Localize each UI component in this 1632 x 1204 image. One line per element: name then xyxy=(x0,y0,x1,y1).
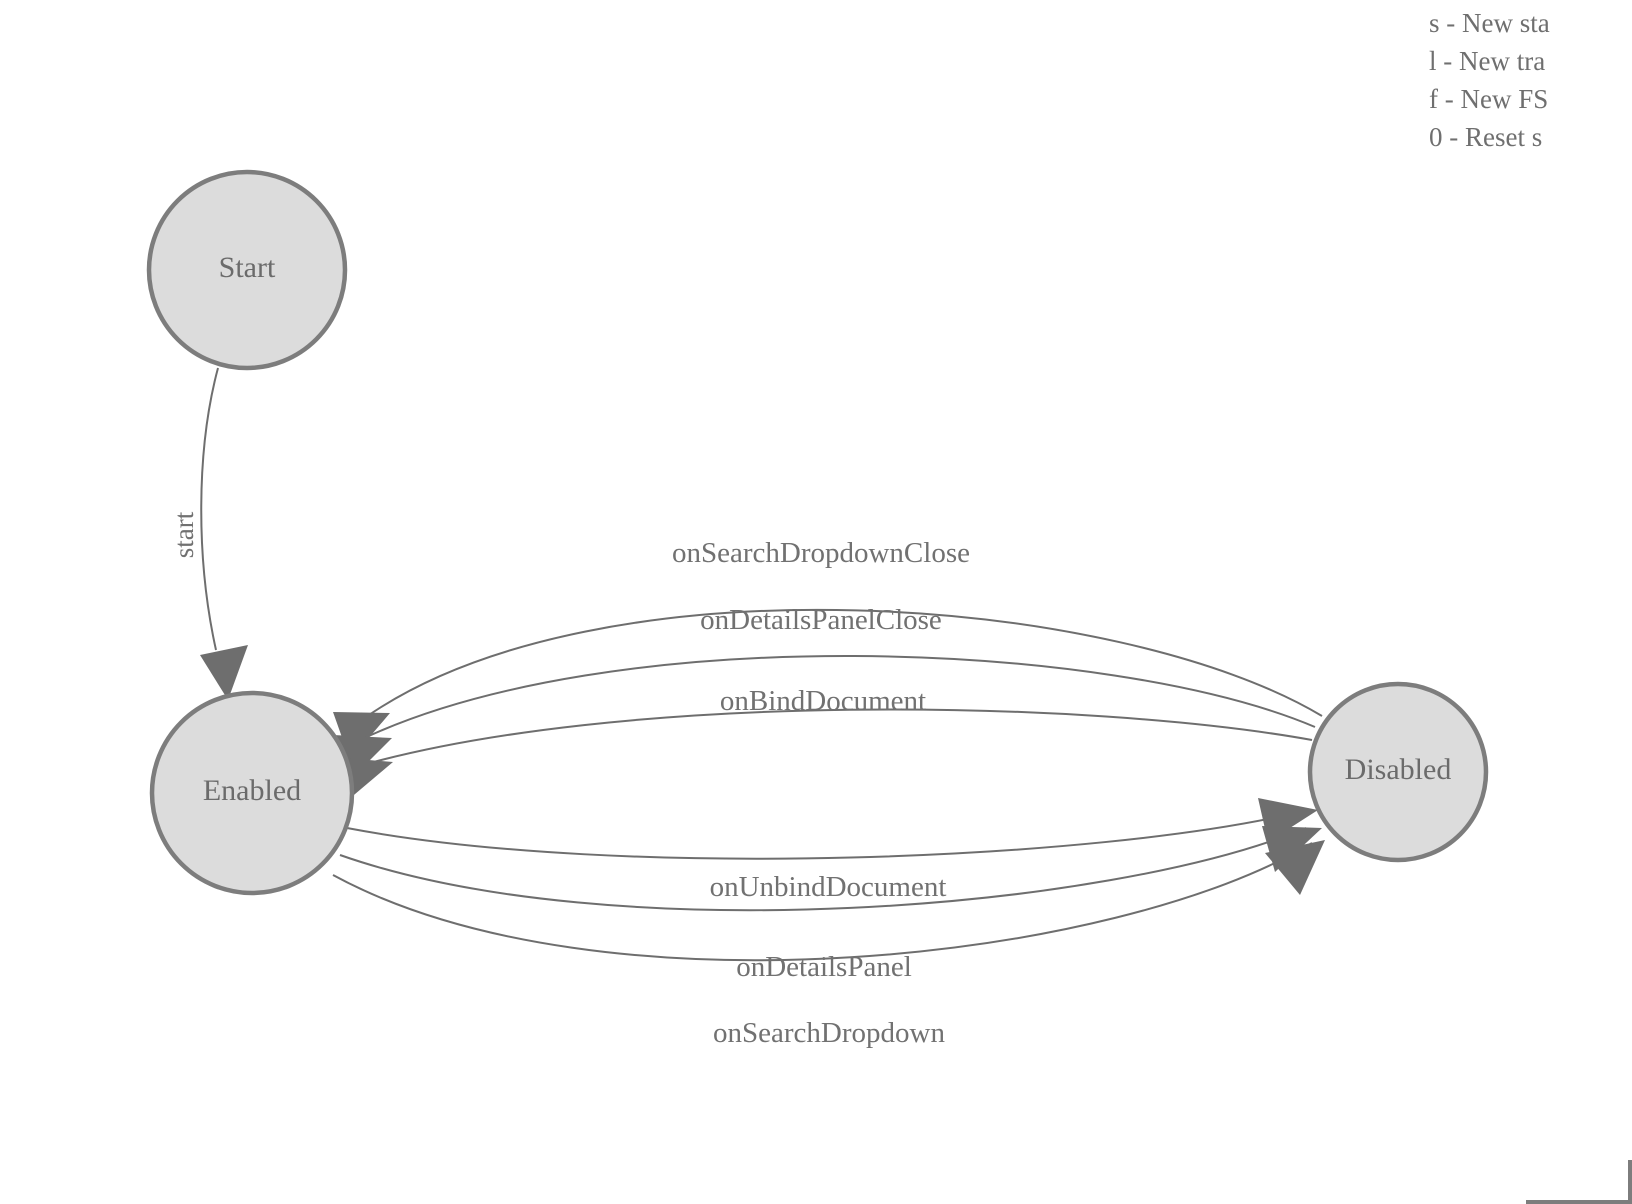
edge-label-start: start xyxy=(169,511,199,558)
edge-label-ondetailspanel: onDetailsPanel xyxy=(736,951,912,983)
node-disabled-label: Disabled xyxy=(1345,753,1452,786)
arrowhead-start-to-enabled xyxy=(200,645,248,700)
node-enabled-label: Enabled xyxy=(203,774,301,807)
edge-label-ondetailspanelclose: onDetailsPanelClose xyxy=(700,604,942,636)
edge-path-disabled-to-enabled-3[interactable] xyxy=(351,708,1313,769)
resize-corner-marker[interactable] xyxy=(1526,1160,1632,1204)
edge-label-onunbinddocument: onUnbindDocument xyxy=(710,871,947,903)
node-disabled-circle[interactable] xyxy=(1307,681,1489,863)
corner-horizontal-bar xyxy=(1526,1200,1632,1204)
node-disabled[interactable]: Disabled xyxy=(1307,681,1489,863)
edge-disabled-to-enabled-3[interactable] xyxy=(333,708,1313,800)
edge-enabled-to-disabled-3[interactable] xyxy=(332,840,1325,962)
edge-enabled-to-disabled-1[interactable] xyxy=(346,798,1318,860)
edge-path-disabled-to-enabled-2[interactable] xyxy=(357,655,1316,742)
help-line-new-fsm: f - New FS xyxy=(1429,84,1549,114)
corner-vertical-bar xyxy=(1628,1160,1632,1204)
edge-path-enabled-to-disabled-3[interactable] xyxy=(332,842,1313,962)
edge-path-enabled-to-disabled-2[interactable] xyxy=(339,827,1307,912)
edge-label-onsearchdropdownclose: onSearchDropdownClose xyxy=(672,537,970,569)
edge-label-onsearchdropdown: onSearchDropdown xyxy=(713,1017,945,1049)
node-enabled[interactable]: Enabled xyxy=(149,690,355,896)
help-line-new-state: s - New sta xyxy=(1429,8,1550,38)
node-start-label: Start xyxy=(219,251,276,284)
edge-path-disabled-to-enabled-1[interactable] xyxy=(365,608,1323,718)
edge-label-onbinddocument: onBindDocument xyxy=(720,685,926,717)
edge-disabled-to-enabled-2[interactable] xyxy=(333,655,1316,782)
help-line-new-transition: l - New tra xyxy=(1429,46,1546,76)
node-start[interactable]: Start xyxy=(146,169,348,371)
node-start-circle[interactable] xyxy=(146,169,348,371)
help-line-reset: 0 - Reset s xyxy=(1429,122,1543,152)
node-enabled-circle[interactable] xyxy=(149,690,355,896)
arrowhead-enabled-to-disabled-3 xyxy=(1265,840,1325,895)
edge-start-to-enabled[interactable] xyxy=(200,367,248,700)
edge-path-enabled-to-disabled-1[interactable] xyxy=(346,811,1301,860)
edge-path-start-to-enabled[interactable] xyxy=(200,367,219,651)
help-legend: s - New sta l - New tra f - New FS 0 - R… xyxy=(1429,0,1632,156)
